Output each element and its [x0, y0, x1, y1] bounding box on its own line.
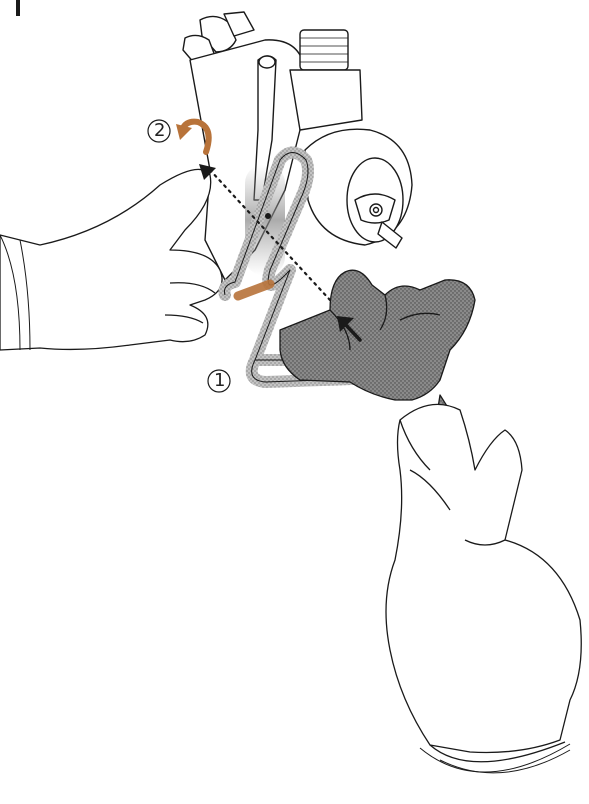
arrowhead-icon — [199, 164, 216, 180]
step-badge-1 — [207, 369, 231, 393]
corner-mark — [16, 0, 20, 16]
hook-grip-highlight — [233, 279, 275, 301]
step-number-1: 1 — [214, 370, 226, 391]
spray-gun — [182, 11, 413, 281]
arrow-up-left-icon — [337, 316, 362, 342]
curved-arrow-icon — [176, 118, 212, 155]
path-dot — [265, 213, 271, 219]
left-glove — [0, 168, 223, 351]
step-number-2: 2 — [154, 120, 166, 141]
step-badge-2 — [147, 119, 171, 143]
motion-path-line — [208, 168, 332, 302]
right-glove — [385, 403, 582, 774]
